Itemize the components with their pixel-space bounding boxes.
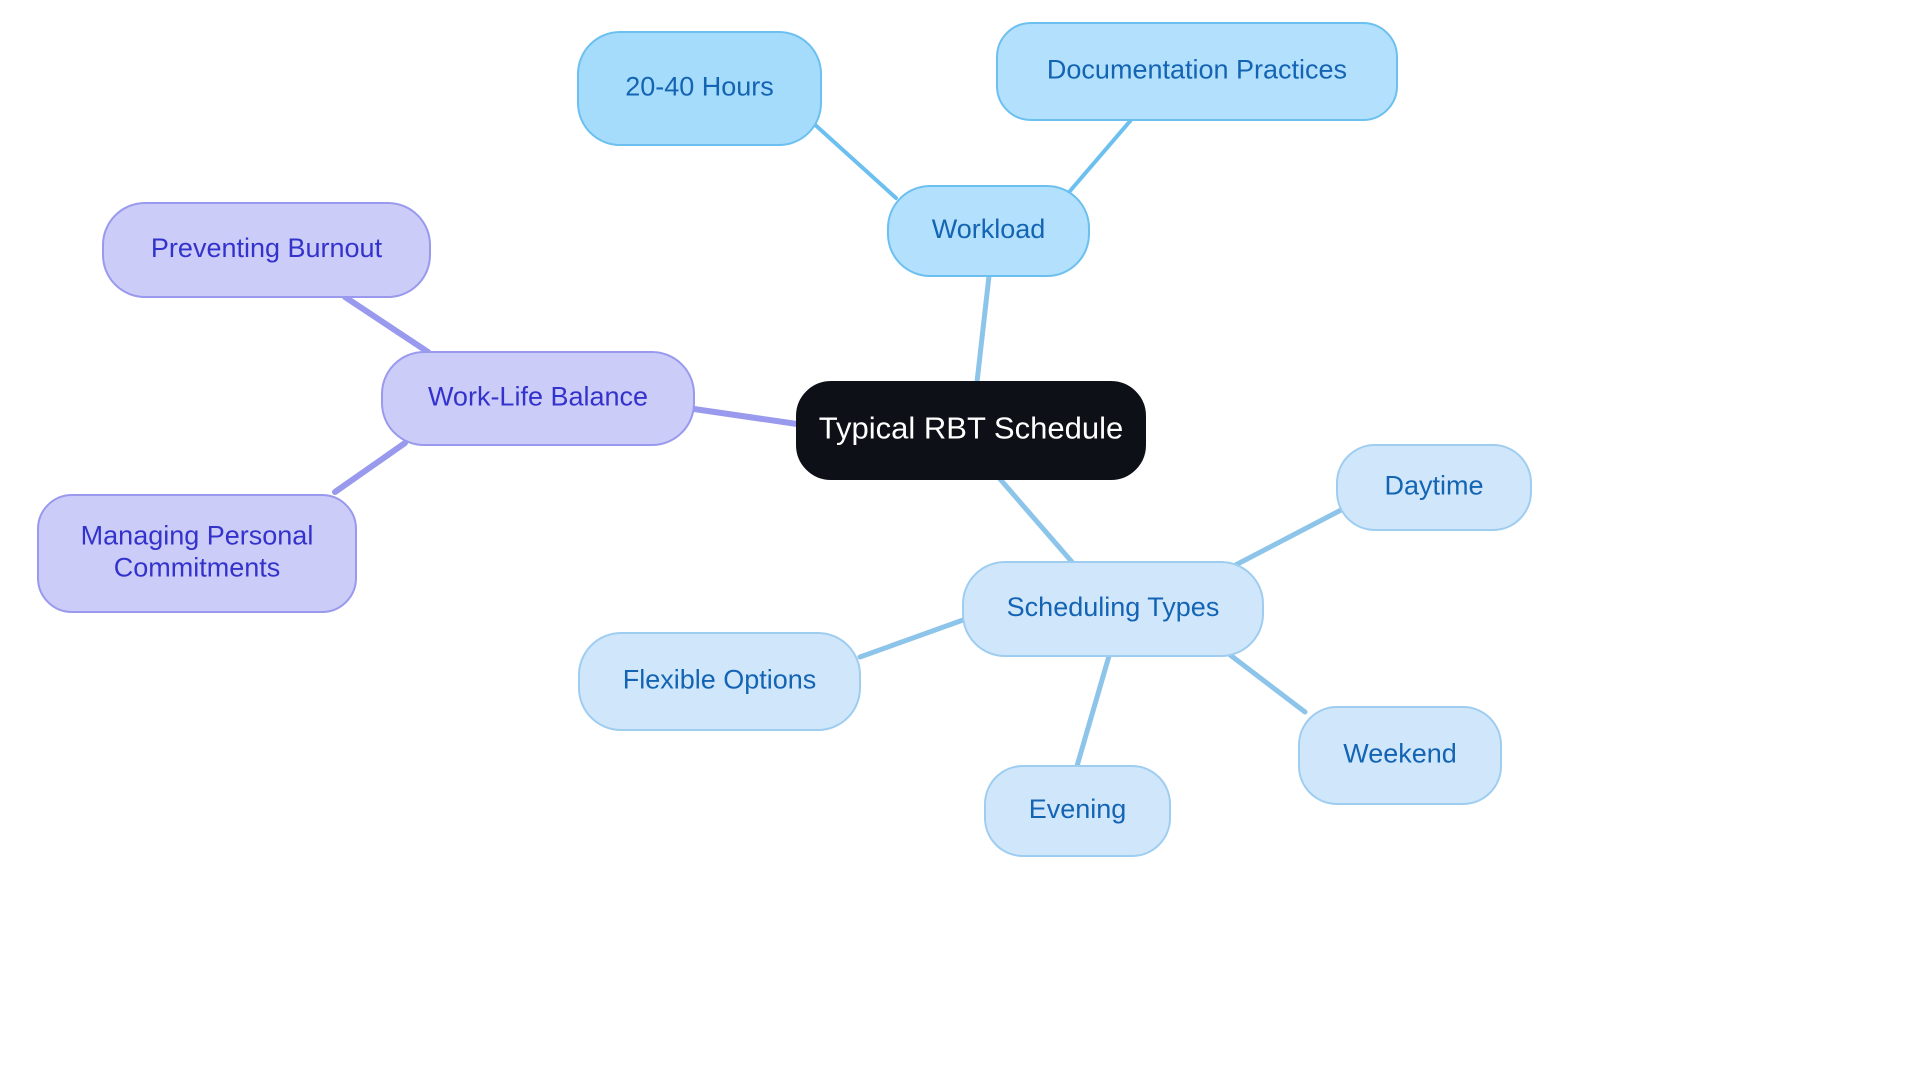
node-label-line: Preventing Burnout <box>151 233 383 263</box>
node-workload[interactable]: Workload <box>887 185 1090 277</box>
node-label-line: Flexible Options <box>623 665 817 695</box>
node-label-evening: Evening <box>1029 794 1127 824</box>
edge-root-to-worklife <box>691 406 800 427</box>
node-shape-evening[interactable] <box>984 765 1171 857</box>
edge-root-to-scheduling <box>997 476 1075 565</box>
node-label-line: Typical RBT Schedule <box>819 411 1123 446</box>
edge-scheduling-to-flexible <box>857 617 966 660</box>
node-label-line: Managing Personal <box>81 521 314 551</box>
node-shape-worklife[interactable] <box>381 351 695 446</box>
edge-scheduling-to-daytime <box>1223 507 1344 573</box>
node-label-line: Commitments <box>114 553 281 583</box>
node-evening[interactable]: Evening <box>984 765 1171 857</box>
edges-layer <box>332 118 1344 769</box>
node-shape-flexible[interactable] <box>578 632 861 731</box>
node-flexible[interactable]: Flexible Options <box>578 632 861 731</box>
node-shape-daytime[interactable] <box>1336 444 1532 531</box>
node-label-flexible: Flexible Options <box>623 665 817 695</box>
node-label-line: Workload <box>932 214 1046 244</box>
edge-workload-to-documentation <box>1068 118 1133 193</box>
node-label-root: Typical RBT Schedule <box>819 411 1123 446</box>
node-hours[interactable]: 20-40 Hours <box>577 31 822 146</box>
node-shape-documentation[interactable] <box>996 22 1398 121</box>
node-daytime[interactable]: Daytime <box>1336 444 1532 531</box>
node-shape-root[interactable] <box>796 381 1146 480</box>
edge-root-to-workload <box>974 273 992 385</box>
edge-worklife-to-commitments <box>332 440 408 495</box>
node-label-daytime: Daytime <box>1384 471 1483 501</box>
node-documentation[interactable]: Documentation Practices <box>996 22 1398 121</box>
node-label-line: Daytime <box>1384 471 1483 501</box>
node-label-documentation: Documentation Practices <box>1047 55 1347 85</box>
node-burnout[interactable]: Preventing Burnout <box>102 202 431 298</box>
node-label-line: Weekend <box>1343 739 1457 769</box>
node-scheduling[interactable]: Scheduling Types <box>962 561 1264 657</box>
edge-workload-to-hours <box>810 120 898 200</box>
edge-worklife-to-burnout <box>342 294 431 355</box>
node-shape-burnout[interactable] <box>102 202 431 298</box>
node-label-line: Work-Life Balance <box>428 382 648 412</box>
node-root[interactable]: Typical RBT Schedule <box>796 381 1146 480</box>
node-weekend[interactable]: Weekend <box>1298 706 1502 805</box>
edge-scheduling-to-evening <box>1074 653 1112 769</box>
node-label-scheduling: Scheduling Types <box>1007 592 1220 622</box>
node-label-workload: Workload <box>932 214 1046 244</box>
node-shape-workload[interactable] <box>887 185 1090 277</box>
node-worklife[interactable]: Work-Life Balance <box>381 351 695 446</box>
edge-scheduling-to-weekend <box>1218 645 1308 715</box>
node-shape-commitments[interactable] <box>37 494 357 613</box>
node-label-line: Evening <box>1029 794 1127 824</box>
node-shape-scheduling[interactable] <box>962 561 1264 657</box>
node-shape-hours[interactable] <box>577 31 822 146</box>
node-label-line: Scheduling Types <box>1007 592 1220 622</box>
node-label-line: 20-40 Hours <box>625 72 774 102</box>
node-label-weekend: Weekend <box>1343 739 1457 769</box>
node-label-hours: 20-40 Hours <box>625 72 774 102</box>
node-shape-weekend[interactable] <box>1298 706 1502 805</box>
node-label-line: Documentation Practices <box>1047 55 1347 85</box>
node-label-worklife: Work-Life Balance <box>428 382 648 412</box>
node-label-burnout: Preventing Burnout <box>151 233 383 263</box>
